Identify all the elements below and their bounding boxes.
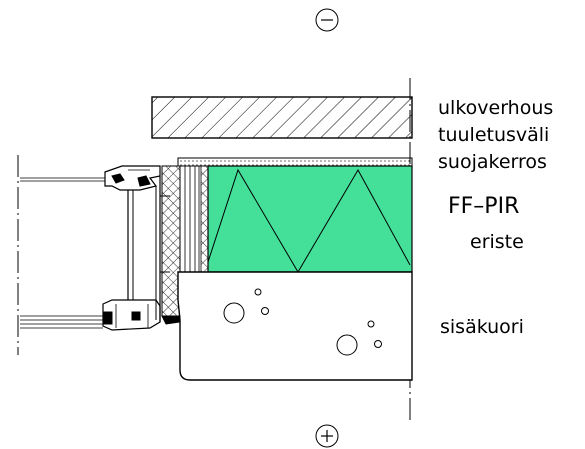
inside-symbol: [315, 424, 339, 448]
cladding-block: [151, 96, 413, 139]
outside-symbol: [315, 8, 339, 32]
label-ventilation-gap: tuuletusväli: [438, 124, 549, 146]
label-insulation: eriste: [470, 231, 524, 253]
cross-hatched-strip: [200, 165, 209, 273]
label-insulation-product: FF–PIR: [448, 194, 519, 219]
inner-shell: [177, 271, 413, 381]
protective-layer: [177, 157, 413, 167]
window-frame-section: [20, 165, 181, 331]
label-cladding: ulkoverhous: [438, 97, 553, 119]
label-inner-shell: sisäkuori: [440, 316, 524, 338]
vertical-lining-lines: [184, 166, 200, 272]
insulation-layer: [207, 165, 413, 273]
label-protective-layer: suojakerros: [438, 151, 547, 173]
